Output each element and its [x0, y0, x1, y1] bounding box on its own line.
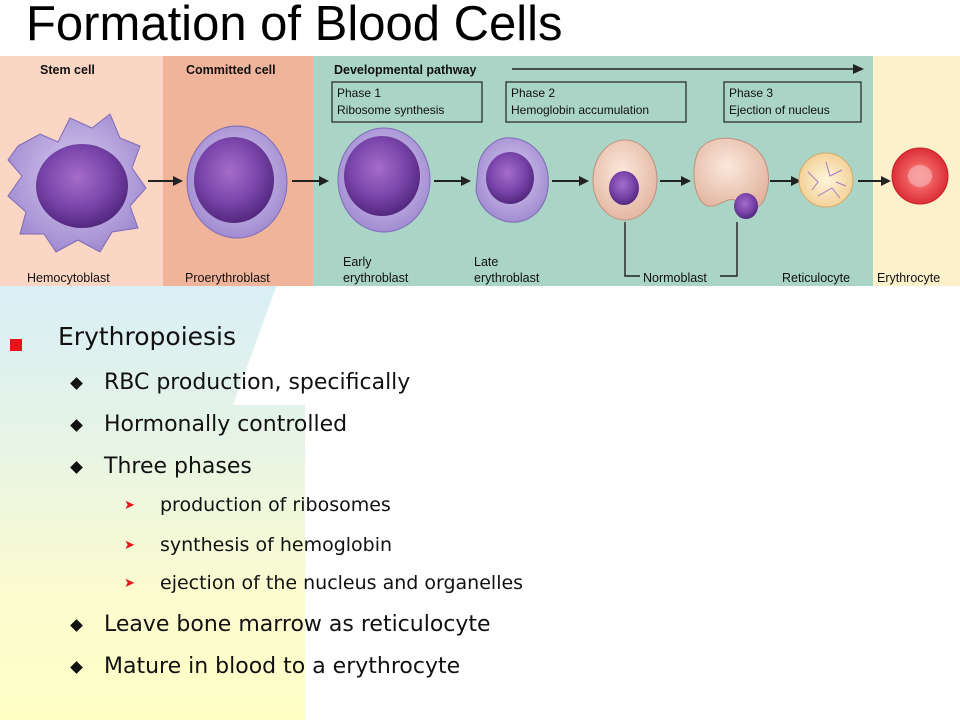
sub-bullet-2-text: synthesis of hemoglobin	[160, 534, 393, 556]
arrow-5	[660, 176, 691, 186]
slide-title: Formation of Blood Cells	[26, 0, 563, 51]
arrow-bullet-icon: ➤	[124, 498, 135, 513]
pathway-arrow-head	[853, 64, 864, 74]
arrow-4	[552, 176, 589, 186]
background-wash	[0, 285, 306, 720]
bullet-item-2-text: Hormonally controlled	[104, 412, 348, 437]
arrow-1	[148, 176, 183, 186]
arrow-2	[292, 176, 329, 186]
bullet-main-text: Erythropoiesis	[58, 322, 237, 351]
reticulocyte-cell	[798, 152, 854, 208]
erythropoiesis-diagram: Stem cell Committed cell Developmental p…	[0, 56, 960, 286]
proerythroblast-cell	[186, 125, 288, 239]
label-late-line2: erythroblast	[474, 271, 540, 285]
bullet-item-5-text: Mature in blood to a erythrocyte	[104, 654, 461, 679]
label-normoblast: Normoblast	[643, 271, 707, 285]
label-erythrocyte: Erythrocyte	[877, 271, 940, 285]
phase-1-name: Phase 1	[337, 86, 381, 100]
hemocytoblast-cell	[7, 113, 147, 253]
late-erythroblast-cell	[475, 137, 549, 223]
bullet-item-4-text: Leave bone marrow as reticulocyte	[104, 612, 491, 637]
label-reticulocyte: Reticulocyte	[782, 271, 850, 285]
phase-3-desc: Ejection of nucleus	[729, 103, 830, 117]
sub-bullet-3-text: ejection of the nucleus and organelles	[160, 572, 524, 594]
phase-2-name: Phase 2	[511, 86, 555, 100]
header-developmental-pathway: Developmental pathway	[334, 63, 476, 77]
phase-1-desc: Ribosome synthesis	[337, 103, 444, 117]
label-early-line2: erythroblast	[343, 271, 409, 285]
label-hemocytoblast: Hemocytoblast	[27, 271, 110, 285]
early-erythroblast-cell	[337, 127, 431, 233]
arrow-bullet-icon: ➤	[124, 576, 135, 591]
sub-bullet-1-text: production of ribosomes	[160, 494, 391, 516]
label-early-line1: Early	[343, 255, 372, 269]
normoblast-bracket	[624, 222, 738, 277]
phase-2-box	[505, 81, 687, 123]
phase-1-box	[331, 81, 483, 123]
header-stem-cell: Stem cell	[40, 63, 95, 77]
arrow-3	[434, 176, 471, 186]
phase-2-desc: Hemoglobin accumulation	[511, 103, 649, 117]
bullet-item-3-text: Three phases	[104, 454, 252, 479]
normoblast-cell-2	[693, 137, 769, 219]
label-late-line1: Late	[474, 255, 498, 269]
arrow-6	[770, 176, 801, 186]
header-committed-cell: Committed cell	[186, 63, 276, 77]
erythrocyte-cell	[891, 147, 949, 205]
red-square-bullet-icon	[10, 339, 22, 351]
phase-3-box	[723, 81, 862, 123]
label-proerythroblast: Proerythroblast	[185, 271, 270, 285]
arrow-bullet-icon: ➤	[124, 538, 135, 553]
phase-3-name: Phase 3	[729, 86, 773, 100]
arrow-7	[858, 176, 891, 186]
bullet-item-1-text: RBC production, specifically	[104, 370, 411, 395]
normoblast-cell-1	[592, 139, 658, 221]
